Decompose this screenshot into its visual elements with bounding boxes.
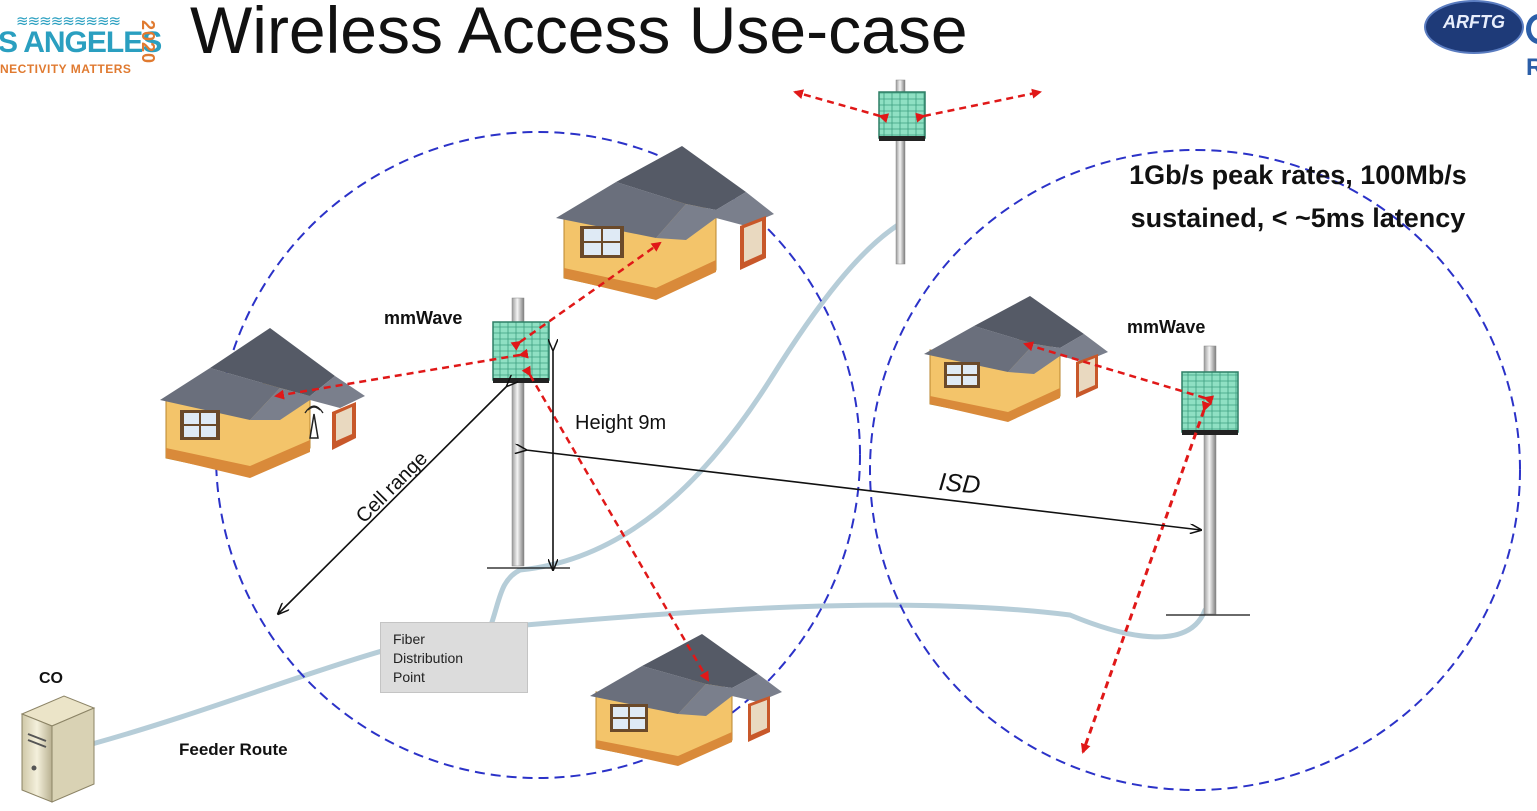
house-icon: [590, 634, 782, 766]
isd-label: ISD: [937, 468, 982, 500]
house-icon: [924, 296, 1108, 422]
mmwave-label-left: mmWave: [384, 308, 463, 328]
performance-note: 1Gb/s peak rates, 100Mb/s sustained, < ~…: [1129, 160, 1467, 233]
dimension-arrows: [278, 350, 1201, 614]
wave-icon: ≋≋≋≋≋≋≋≋≋: [16, 12, 121, 30]
fiber-distribution-point-label: Fiber Distribution Point: [393, 631, 464, 685]
house-icon: [556, 146, 774, 300]
radio-unit-icon: [878, 91, 926, 141]
fiber-distribution-point-box: Fiber Distribution Point: [380, 622, 528, 693]
mmwave-label-right: mmWave: [1127, 317, 1206, 337]
event-logo: ≋≋≋≋≋≋≋≋≋ S ANGELES NECTIVITY MATTERS 20…: [0, 6, 170, 76]
house-icon: [160, 328, 365, 478]
radio-unit-icon: [1181, 371, 1239, 435]
partner-logo-icon: R: [1524, 14, 1537, 84]
logo-city-text: S ANGELES: [0, 26, 162, 59]
radio-unit-icon: [492, 321, 550, 383]
logo-tagline: NECTIVITY MATTERS: [0, 62, 132, 76]
pole-icon: [895, 79, 906, 265]
height-label: Height 9m: [575, 412, 667, 434]
arftg-logo-text: ARFTG: [1443, 12, 1505, 32]
server-icon: [20, 695, 96, 803]
co-label: CO: [39, 670, 63, 687]
feeder-route-label: Feeder Route: [179, 740, 288, 759]
logo-year: 2020: [138, 20, 158, 65]
page-title: Wireless Access Use-case: [190, 0, 968, 67]
arftg-logo: ARFTG: [1424, 0, 1524, 54]
